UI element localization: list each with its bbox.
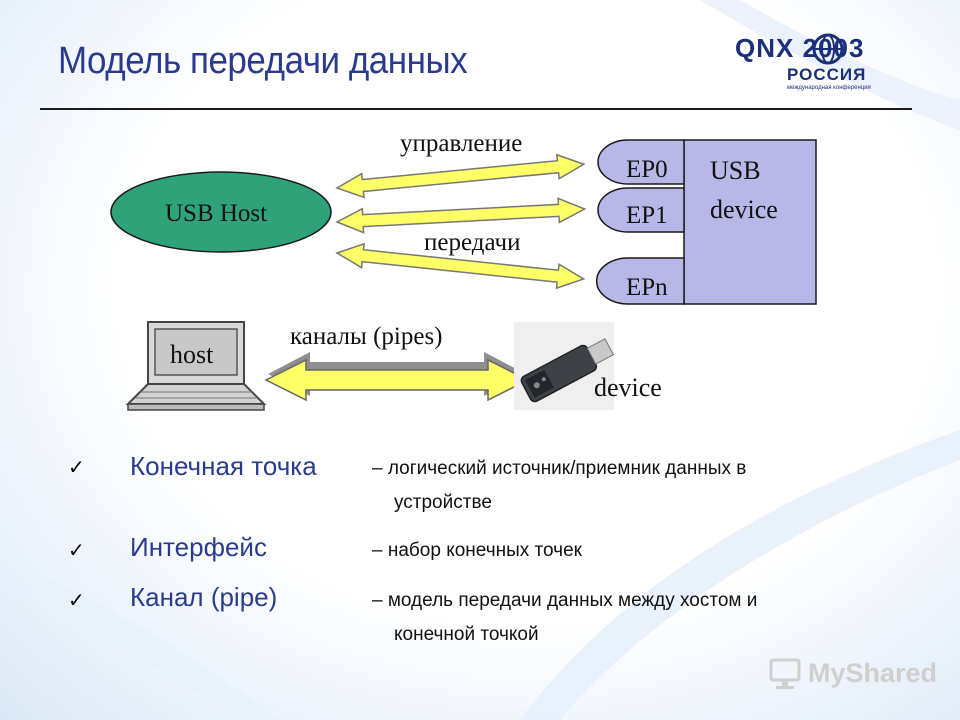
usb-device-label-line1: USB [710, 156, 761, 186]
definition-endpoint-line1: – логический источник/приемник данных в [372, 458, 746, 480]
device-label: device [594, 373, 662, 403]
term-interface: Интерфейс [130, 532, 267, 563]
control-label: управление [400, 130, 522, 158]
endpoint-ep0: EP0 [626, 156, 668, 184]
endpoint-ep1: EP1 [626, 202, 668, 230]
watermark: MyShared [768, 656, 938, 694]
definition-interface: – набор конечных точек [372, 540, 582, 562]
definition-pipe-line2: конечной точкой [394, 624, 539, 646]
host-label: host [170, 340, 213, 370]
usb-device-label-line2: device [710, 195, 778, 225]
pipes-label: каналы (pipes) [290, 323, 443, 351]
checkmark-icon: ✓ [68, 538, 85, 563]
definition-endpoint-line2: устройстве [394, 492, 492, 514]
checkmark-icon: ✓ [68, 455, 85, 480]
term-pipe: Канал (pipe) [130, 582, 277, 613]
usb-host-label: USB Host [165, 200, 267, 228]
watermark-text: MyShared [808, 658, 937, 689]
endpoint-epn: EPn [626, 274, 668, 302]
checkmark-icon: ✓ [68, 588, 85, 613]
monitor-icon [768, 656, 804, 692]
definition-pipe-line1: – модель передачи данных между хостом и [372, 590, 757, 612]
pipe-arrow [266, 352, 528, 400]
term-endpoint: Конечная точка [130, 451, 317, 482]
control-arrow [336, 152, 585, 200]
transfer-label: передачи [424, 229, 521, 257]
